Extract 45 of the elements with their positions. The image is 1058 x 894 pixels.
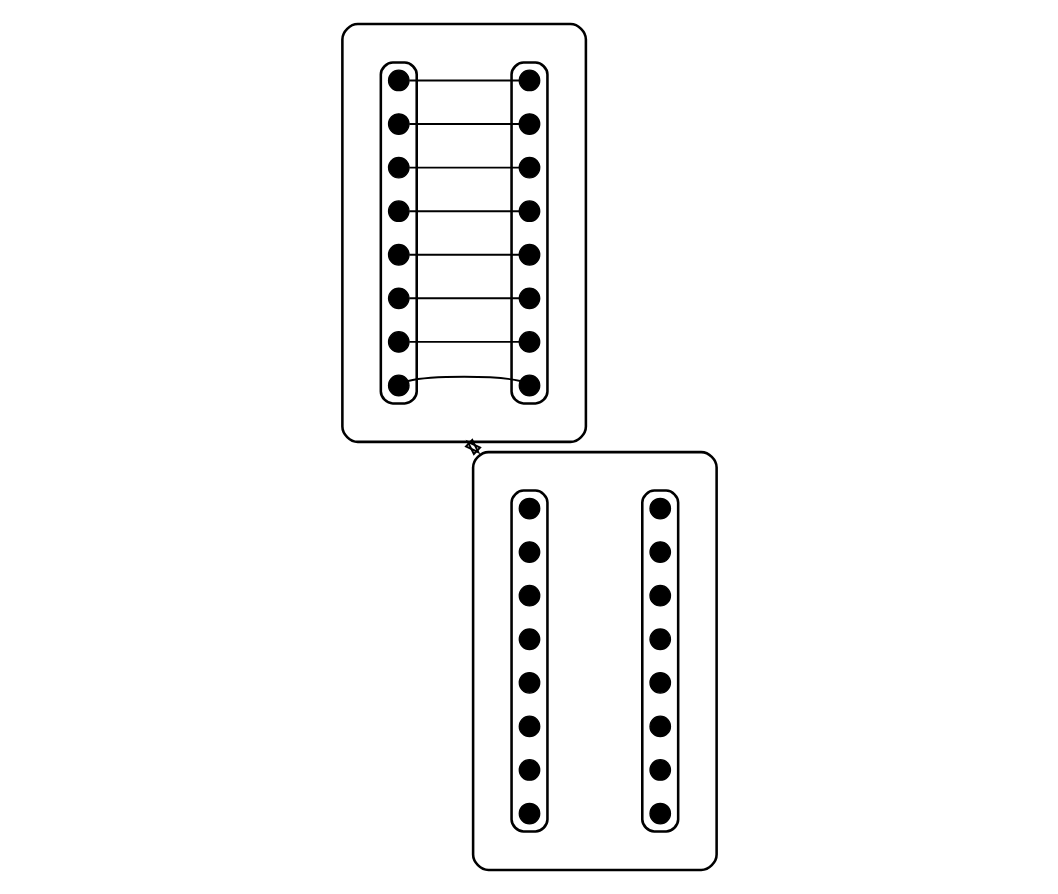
node-circle [518,200,540,223]
node-circle [648,584,671,607]
connector [407,123,520,125]
node-circle [518,715,540,738]
node-circle [518,584,540,607]
node-circle [387,200,410,223]
node-circle [518,374,540,397]
cluster [509,489,549,833]
node-circle [518,243,540,266]
cluster [379,61,418,405]
node-circle [387,113,410,135]
node-circle [518,759,540,781]
node-circle [518,287,540,310]
node-circle [518,156,540,179]
node-circle [518,331,540,353]
connector [407,340,520,343]
node-circle [387,287,410,310]
node-circle [518,113,540,135]
node-circle [387,69,410,92]
node-circle [387,374,410,397]
cluster [640,489,679,833]
node-circle [518,671,540,694]
node-circle [518,628,540,651]
connector [407,210,520,213]
node-circle [648,628,671,651]
connector [407,253,520,256]
connector [407,297,520,300]
node-circle [648,802,671,825]
node-circle [518,69,540,92]
node-circle [518,802,540,825]
node-circle [648,715,671,738]
node-circle [518,541,540,563]
connector [406,375,521,382]
connector [407,166,520,169]
cluster [471,450,718,872]
node-circle [387,156,410,179]
node-circle [387,243,410,266]
node-circle [387,331,410,353]
node-circle [648,759,671,781]
node-circle [648,497,671,520]
cluster [509,61,549,405]
node-circle [648,541,671,563]
node-circle [648,671,671,694]
node-circle [518,497,540,520]
connector [407,79,520,82]
